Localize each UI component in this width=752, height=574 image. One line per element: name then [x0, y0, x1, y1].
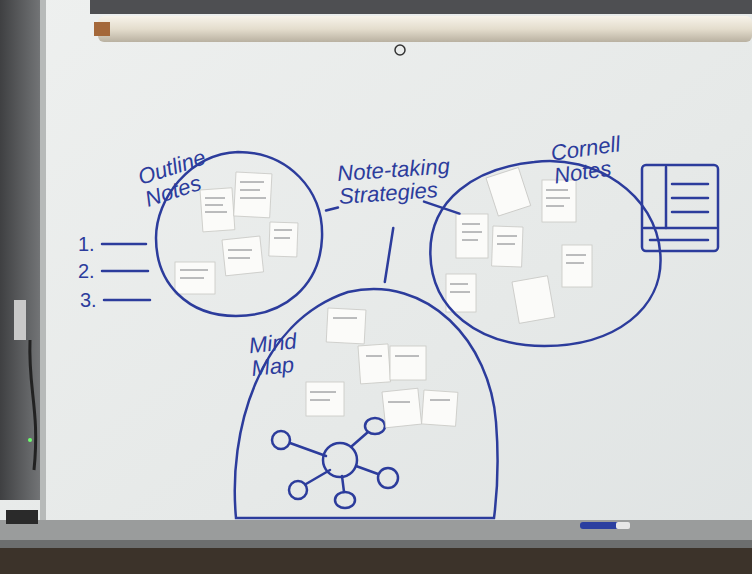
paper-scribbles [180, 182, 586, 402]
pinned-paper [446, 274, 476, 312]
pinned-paper [234, 172, 272, 218]
marker-cap [616, 522, 630, 529]
connector-line [326, 208, 338, 211]
center-topic: Note-taking Strategies [338, 158, 459, 228]
floor-wall [0, 548, 752, 574]
node-outline [424, 134, 669, 352]
list-number: 1. [78, 234, 95, 254]
mindmap-icon-spoke [342, 476, 344, 492]
pinned-paper [512, 276, 555, 324]
pinned-paper [326, 308, 366, 344]
chalk-tray [0, 520, 752, 542]
screen-bracket [90, 0, 752, 14]
pinned-paper [306, 382, 344, 416]
cornell-icon [642, 165, 718, 251]
marker-outline [235, 289, 498, 518]
cornell-icon-line [672, 183, 708, 186]
node-heading: Cornell Notes [549, 127, 664, 188]
board-frame-edge [40, 0, 46, 520]
eraser [6, 510, 38, 524]
mindmap-icon-spoke [356, 466, 378, 474]
list-dash [102, 243, 146, 246]
pinned-paper [492, 226, 523, 267]
pinned-paper [422, 390, 458, 426]
list-dash [102, 270, 148, 273]
cornell-icon-line [665, 167, 668, 228]
mindmap-icon-bubble [335, 492, 355, 508]
node-heading: Outline Notes [135, 139, 235, 211]
projector-roll [98, 16, 752, 42]
cable [30, 340, 36, 470]
list-dash [104, 299, 150, 302]
cornell-circle: Cornell Notes [424, 134, 669, 352]
node-heading: Mind Map [248, 326, 332, 380]
pinned-paper [390, 346, 426, 380]
roll-cap [94, 22, 110, 36]
board-frame [0, 0, 44, 500]
screen-ring [395, 45, 405, 55]
tray-lip [0, 540, 752, 548]
cornell-icon-line [672, 211, 708, 214]
cornell-icon-line [672, 197, 708, 200]
frame-tag [14, 300, 26, 340]
mindmap-icon-center [323, 443, 357, 477]
mindmap-icon-bubble [378, 468, 398, 488]
pinned-paper [269, 222, 298, 257]
marker-outline [430, 161, 660, 346]
mindmap-icon-spoke [290, 443, 326, 456]
node-outline [228, 282, 504, 522]
mindmap-blob: Mind Map [228, 282, 504, 522]
pinned-paper [486, 167, 531, 216]
pinned-paper [222, 236, 264, 276]
outline-circle: Outline Notes [138, 146, 326, 320]
pinned-paper [382, 388, 422, 428]
pinned-paper [562, 245, 592, 287]
pinned-paper [358, 344, 391, 384]
power-led [28, 438, 32, 442]
mindmap-icon-bubble [289, 481, 307, 499]
list-number: 2. [78, 261, 95, 281]
connector-line [385, 228, 393, 282]
pinned-paper [456, 214, 488, 258]
mindmap-icon-spoke [352, 432, 368, 446]
mindmap-icon-bubble [365, 418, 385, 434]
node-heading: Note-taking Strategies [337, 154, 456, 208]
list-number: 3. [80, 290, 97, 310]
pinned-paper [200, 188, 235, 232]
mindmap-icon-bubble [272, 431, 290, 449]
